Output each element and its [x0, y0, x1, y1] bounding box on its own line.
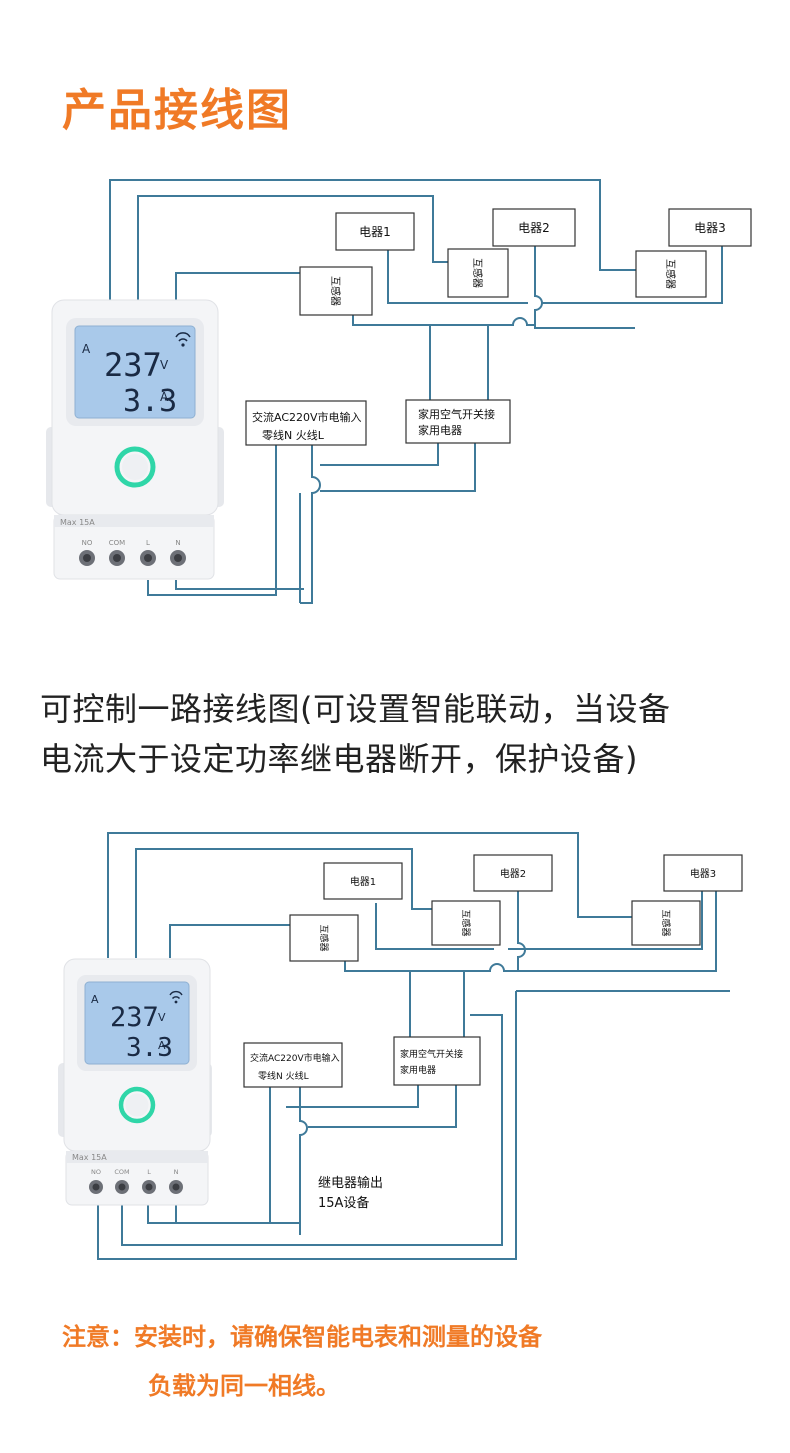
- lcd-voltage: 237: [104, 346, 162, 384]
- d2-breaker-label-1: 家用空气开关接: [400, 1048, 463, 1060]
- appliance-1-label: 电器1: [359, 225, 391, 239]
- mains-input-label: 交流AC220V市电输入: [252, 410, 362, 424]
- transformer-1-box: 互感器: [299, 266, 373, 316]
- caption-line-2: 电流大于设定功率继电器断开，保护设备): [40, 740, 638, 778]
- d2-lcd-mode-label: A: [91, 993, 99, 1006]
- transformer-3-box: 互感器: [635, 250, 707, 298]
- page-title: 产品接线图: [62, 85, 292, 136]
- d2-appliance-1-box: 电器1: [323, 862, 403, 900]
- d2-breaker-box: 家用空气开关接 家用电器: [393, 1036, 481, 1086]
- warning-note-line-1: 注意：安装时，请确保智能电表和测量的设备: [62, 1323, 542, 1351]
- d2-appliance-3-label: 电器3: [690, 867, 716, 880]
- neutral-live-label: 零线N 火线L: [262, 428, 325, 442]
- appliance-3-box: 电器3: [668, 208, 752, 247]
- smart-meter-device: A 237 V 3.3 A Max 15A NO COM L N: [46, 299, 224, 580]
- caption-line-1: 可控制一路接线图(可设置智能联动，当设备: [40, 690, 671, 728]
- d2-breaker-label-2: 家用电器: [400, 1064, 436, 1076]
- d2-appliance-1-label: 电器1: [350, 875, 376, 888]
- d2-smart-meter-device: A 237 V 3.3 A Max 15A NO COM L N: [58, 958, 212, 1206]
- mains-input-box: 交流AC220V市电输入 零线N 火线L: [245, 400, 367, 446]
- d2-lcd-current: 3.3: [126, 1033, 173, 1063]
- d2-transformer-2-box: 互感器: [431, 900, 501, 946]
- d2-terminal-no-label: NO: [91, 1168, 101, 1176]
- d2-terminal-n-label: N: [174, 1168, 179, 1176]
- appliance-3-label: 电器3: [694, 221, 726, 235]
- d2-transformer-2-label: 互感器: [460, 909, 472, 936]
- max-current-label: Max 15A: [60, 518, 95, 527]
- d2-terminal-l-label: L: [147, 1168, 151, 1176]
- terminal-n-label: N: [175, 539, 180, 547]
- d2-lcd-voltage: 237: [110, 1002, 159, 1033]
- d2-neutral-live-label: 零线N 火线L: [258, 1070, 309, 1082]
- wires-1: [109, 179, 723, 604]
- appliance-1-box: 电器1: [335, 212, 415, 251]
- d2-transformer-3-label: 互感器: [660, 909, 672, 936]
- breaker-label-1: 家用空气开关接: [418, 407, 495, 421]
- d2-lcd-voltage-unit: V: [158, 1011, 166, 1024]
- d2-mains-input-box: 交流AC220V市电输入 零线N 火线L: [243, 1042, 343, 1088]
- d2-transformer-1-label: 互感器: [318, 924, 330, 951]
- d2-wifi-icon: [169, 990, 183, 1004]
- breaker-box: 家用空气开关接 家用电器: [405, 399, 511, 444]
- wifi-icon: [175, 332, 191, 347]
- terminal-com-label: COM: [109, 539, 125, 547]
- terminal-screws: [79, 550, 186, 566]
- d2-terminal-screws: [89, 1180, 183, 1194]
- lcd-mode-label: A: [82, 342, 91, 356]
- lcd-current-unit: A: [160, 390, 169, 404]
- lcd-current: 3.3: [123, 384, 177, 419]
- warning-note-line-2: 负载为同一相线。: [148, 1372, 340, 1400]
- d2-max-current-label: Max 15A: [72, 1153, 107, 1162]
- d2-terminal-com-label: COM: [114, 1168, 129, 1176]
- d2-mains-input-label: 交流AC220V市电输入: [250, 1052, 340, 1064]
- transformer-3-label: 互感器: [664, 259, 677, 289]
- d2-transformer-1-box: 互感器: [289, 914, 359, 962]
- transformer-2-label: 互感器: [471, 258, 484, 288]
- appliance-2-label: 电器2: [518, 221, 550, 235]
- d2-transformer-3-box: 互感器: [631, 900, 701, 946]
- wiring-diagram-2: 电器1 电器2 电器3 互感器 互感器 互感器 交流AC220V市电输入 零线N…: [58, 832, 743, 1260]
- lcd-voltage-unit: V: [160, 358, 169, 372]
- relay-output-label: 继电器输出: [318, 1175, 383, 1191]
- transformer-2-box: 互感器: [447, 248, 509, 298]
- transformer-1-label: 互感器: [329, 276, 342, 306]
- d2-appliance-3-box: 电器3: [663, 854, 743, 892]
- wiring-diagram-1: 电器1 电器2 电器3 互感器 互感器 互感器 交流AC220V市电输入 零线N…: [46, 179, 752, 604]
- d2-appliance-2-label: 电器2: [500, 867, 526, 880]
- terminal-no-label: NO: [82, 539, 93, 547]
- terminal-l-label: L: [146, 539, 150, 547]
- relay-device-label: 15A设备: [318, 1195, 369, 1211]
- appliance-2-box: 电器2: [492, 208, 576, 247]
- d2-lcd-current-unit: A: [158, 1039, 166, 1052]
- d2-appliance-2-box: 电器2: [473, 854, 553, 892]
- status-ring-icon: [114, 446, 156, 488]
- breaker-label-2: 家用电器: [418, 423, 462, 437]
- d2-status-ring-icon: [118, 1086, 156, 1124]
- wires-2: [97, 832, 730, 1260]
